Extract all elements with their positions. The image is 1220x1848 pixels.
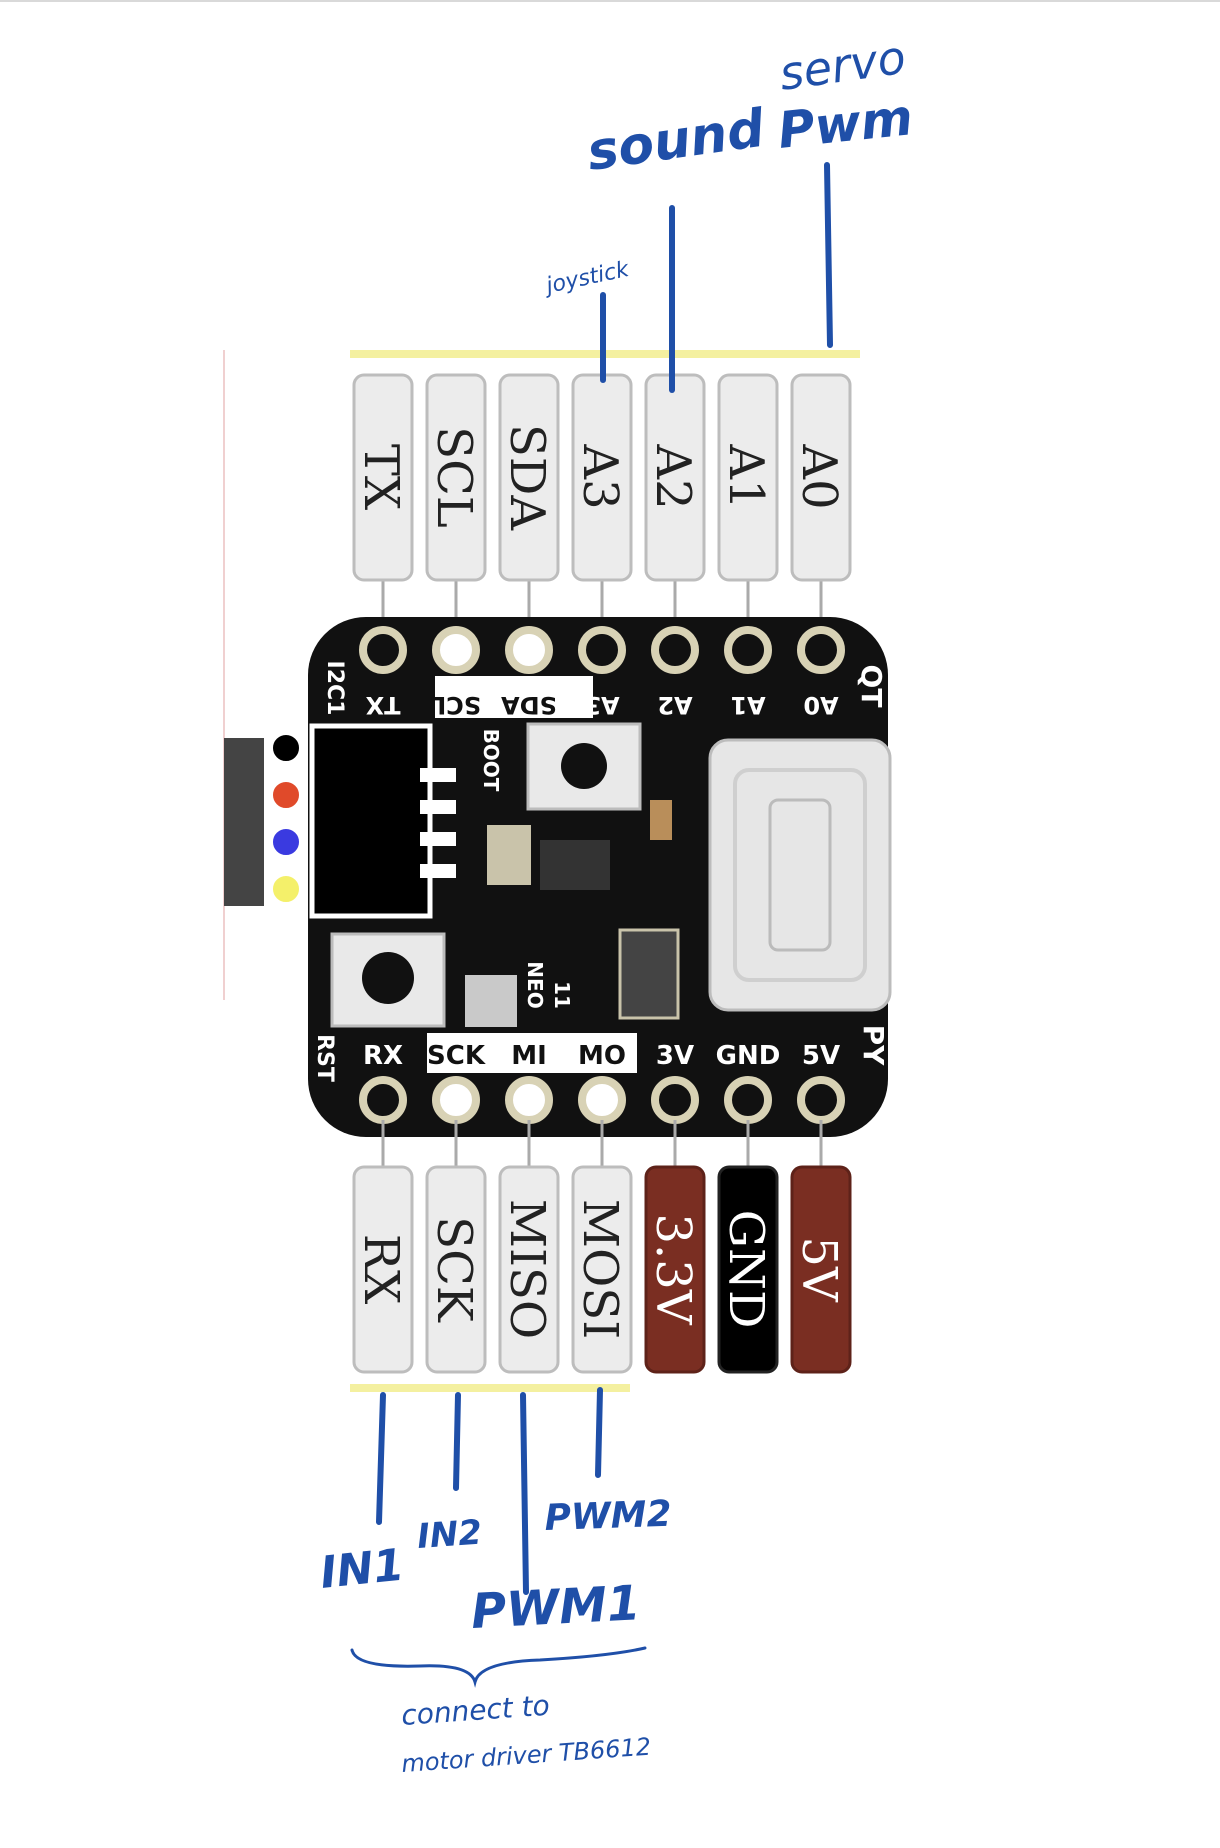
pin-scl: SCL bbox=[425, 373, 487, 640]
pin-5v: 5V bbox=[790, 1120, 852, 1374]
handwritten-annotations bbox=[350, 162, 833, 1688]
smd-resistor bbox=[650, 800, 672, 840]
pin-label-rx: RX bbox=[353, 1234, 409, 1304]
silk-gnd: GND bbox=[716, 1041, 781, 1071]
pin-label-a2: A2 bbox=[645, 443, 701, 509]
pin-a0: A0 bbox=[790, 373, 852, 640]
bottom-silkscreen: RX SCK MI MO 3V GND 5V bbox=[363, 1041, 840, 1071]
silk-rx: RX bbox=[363, 1041, 403, 1071]
silk-mo: MO bbox=[578, 1041, 626, 1071]
pin-label-sck: SCK bbox=[426, 1216, 482, 1323]
pin-label-scl: SCL bbox=[426, 426, 482, 527]
silk-i2c1: I2C1 bbox=[322, 661, 347, 716]
pin-label-a3: A3 bbox=[572, 443, 628, 509]
bottom-pads bbox=[359, 1076, 845, 1124]
regulator-chip bbox=[540, 840, 610, 890]
pin-label-gnd: GND bbox=[718, 1210, 774, 1329]
leader-in2 bbox=[453, 1392, 461, 1491]
pin-mosi: MOSI bbox=[571, 1120, 633, 1374]
silk-neo: NEO bbox=[523, 961, 547, 1008]
pin-gnd: GND bbox=[717, 1120, 779, 1374]
pin-sda: SDA bbox=[498, 373, 560, 640]
pin-label-miso: MISO bbox=[499, 1199, 555, 1339]
pin-label-mosi: MOSI bbox=[572, 1199, 628, 1339]
leader-servo-pwm bbox=[824, 162, 833, 348]
pin-label-5v: 5V bbox=[791, 1236, 847, 1303]
silk-py: PY bbox=[857, 1025, 890, 1067]
note-sound: sound bbox=[583, 99, 768, 183]
silk-a0: A0 bbox=[803, 691, 838, 719]
silk-5v: 5V bbox=[802, 1041, 840, 1071]
pin-a3: A3 bbox=[571, 373, 633, 640]
note-in1: IN1 bbox=[318, 1539, 407, 1598]
note-motor-driver: motor driver TB6612 bbox=[400, 1733, 651, 1778]
pin-miso: MISO bbox=[498, 1120, 560, 1374]
leader-pwm2 bbox=[595, 1387, 603, 1478]
pin-rx: RX bbox=[352, 1120, 414, 1374]
top-header-pins: TX SCL SDA A3 A2 A1 bbox=[352, 373, 852, 640]
neopixel bbox=[465, 975, 517, 1027]
bottom-highlight bbox=[350, 1384, 630, 1392]
leader-pwm1 bbox=[520, 1392, 529, 1595]
note-in2: IN2 bbox=[416, 1513, 483, 1557]
usb-c-port[interactable] bbox=[708, 738, 892, 1012]
top-silkscreen: TX SCL SDA A3 A2 A1 A0 bbox=[365, 691, 839, 719]
silk-scl: SCL bbox=[431, 691, 481, 719]
brace bbox=[350, 1646, 647, 1688]
silk-qt: QT bbox=[855, 665, 888, 708]
silk-a2: A2 bbox=[657, 691, 692, 719]
pin-a1: A1 bbox=[717, 373, 779, 640]
pin-label-3v3: 3.3V bbox=[645, 1214, 701, 1326]
silk-boot: BOOT bbox=[479, 729, 503, 792]
pin-a2: A2 bbox=[644, 373, 706, 640]
pin-label-tx: TX bbox=[353, 444, 409, 510]
silk-mi: MI bbox=[511, 1041, 547, 1071]
spi-silk-box bbox=[427, 1033, 637, 1073]
reset-button[interactable] bbox=[330, 932, 446, 1028]
silk-tx: TX bbox=[365, 691, 400, 719]
pin-sck: SCK bbox=[425, 1120, 487, 1374]
silk-11: 11 bbox=[550, 981, 574, 1009]
boot-button[interactable] bbox=[526, 722, 642, 811]
note-pwm-top: Pwm bbox=[775, 88, 915, 160]
pin-label-a1: A1 bbox=[718, 443, 774, 509]
diode bbox=[618, 928, 680, 1020]
silk-3v: 3V bbox=[656, 1041, 694, 1071]
note-connect-to: connect to bbox=[400, 1689, 551, 1732]
pin-label-a0: A0 bbox=[791, 443, 847, 509]
bottom-header-pins: RX SCK MISO MOSI 3.3V GND bbox=[352, 1120, 852, 1374]
top-border bbox=[0, 0, 1220, 2]
note-pwm1: PWM1 bbox=[470, 1575, 642, 1640]
top-pads bbox=[359, 626, 845, 674]
silk-sda: SDA bbox=[501, 691, 557, 719]
leader-in1 bbox=[376, 1392, 386, 1525]
i2c-silk-box bbox=[435, 676, 593, 718]
silk-a1: A1 bbox=[730, 691, 765, 719]
pin-label-sda: SDA bbox=[499, 424, 555, 531]
stemma-connector bbox=[224, 733, 301, 906]
pin-tx: TX bbox=[352, 373, 414, 640]
silk-a3: A3 bbox=[584, 691, 619, 719]
note-joystick: joystick bbox=[541, 257, 632, 300]
inductor bbox=[487, 825, 531, 885]
silk-sck: SCK bbox=[427, 1041, 486, 1071]
pin-3v3: 3.3V bbox=[644, 1120, 706, 1374]
silk-rst: RST bbox=[312, 1034, 337, 1082]
note-pwm2: PWM2 bbox=[544, 1494, 672, 1539]
board: TX SCL SDA A3 A2 A1 A0 I2C1 QT BOOT NEO … bbox=[308, 617, 892, 1137]
jst-connector bbox=[309, 723, 433, 919]
